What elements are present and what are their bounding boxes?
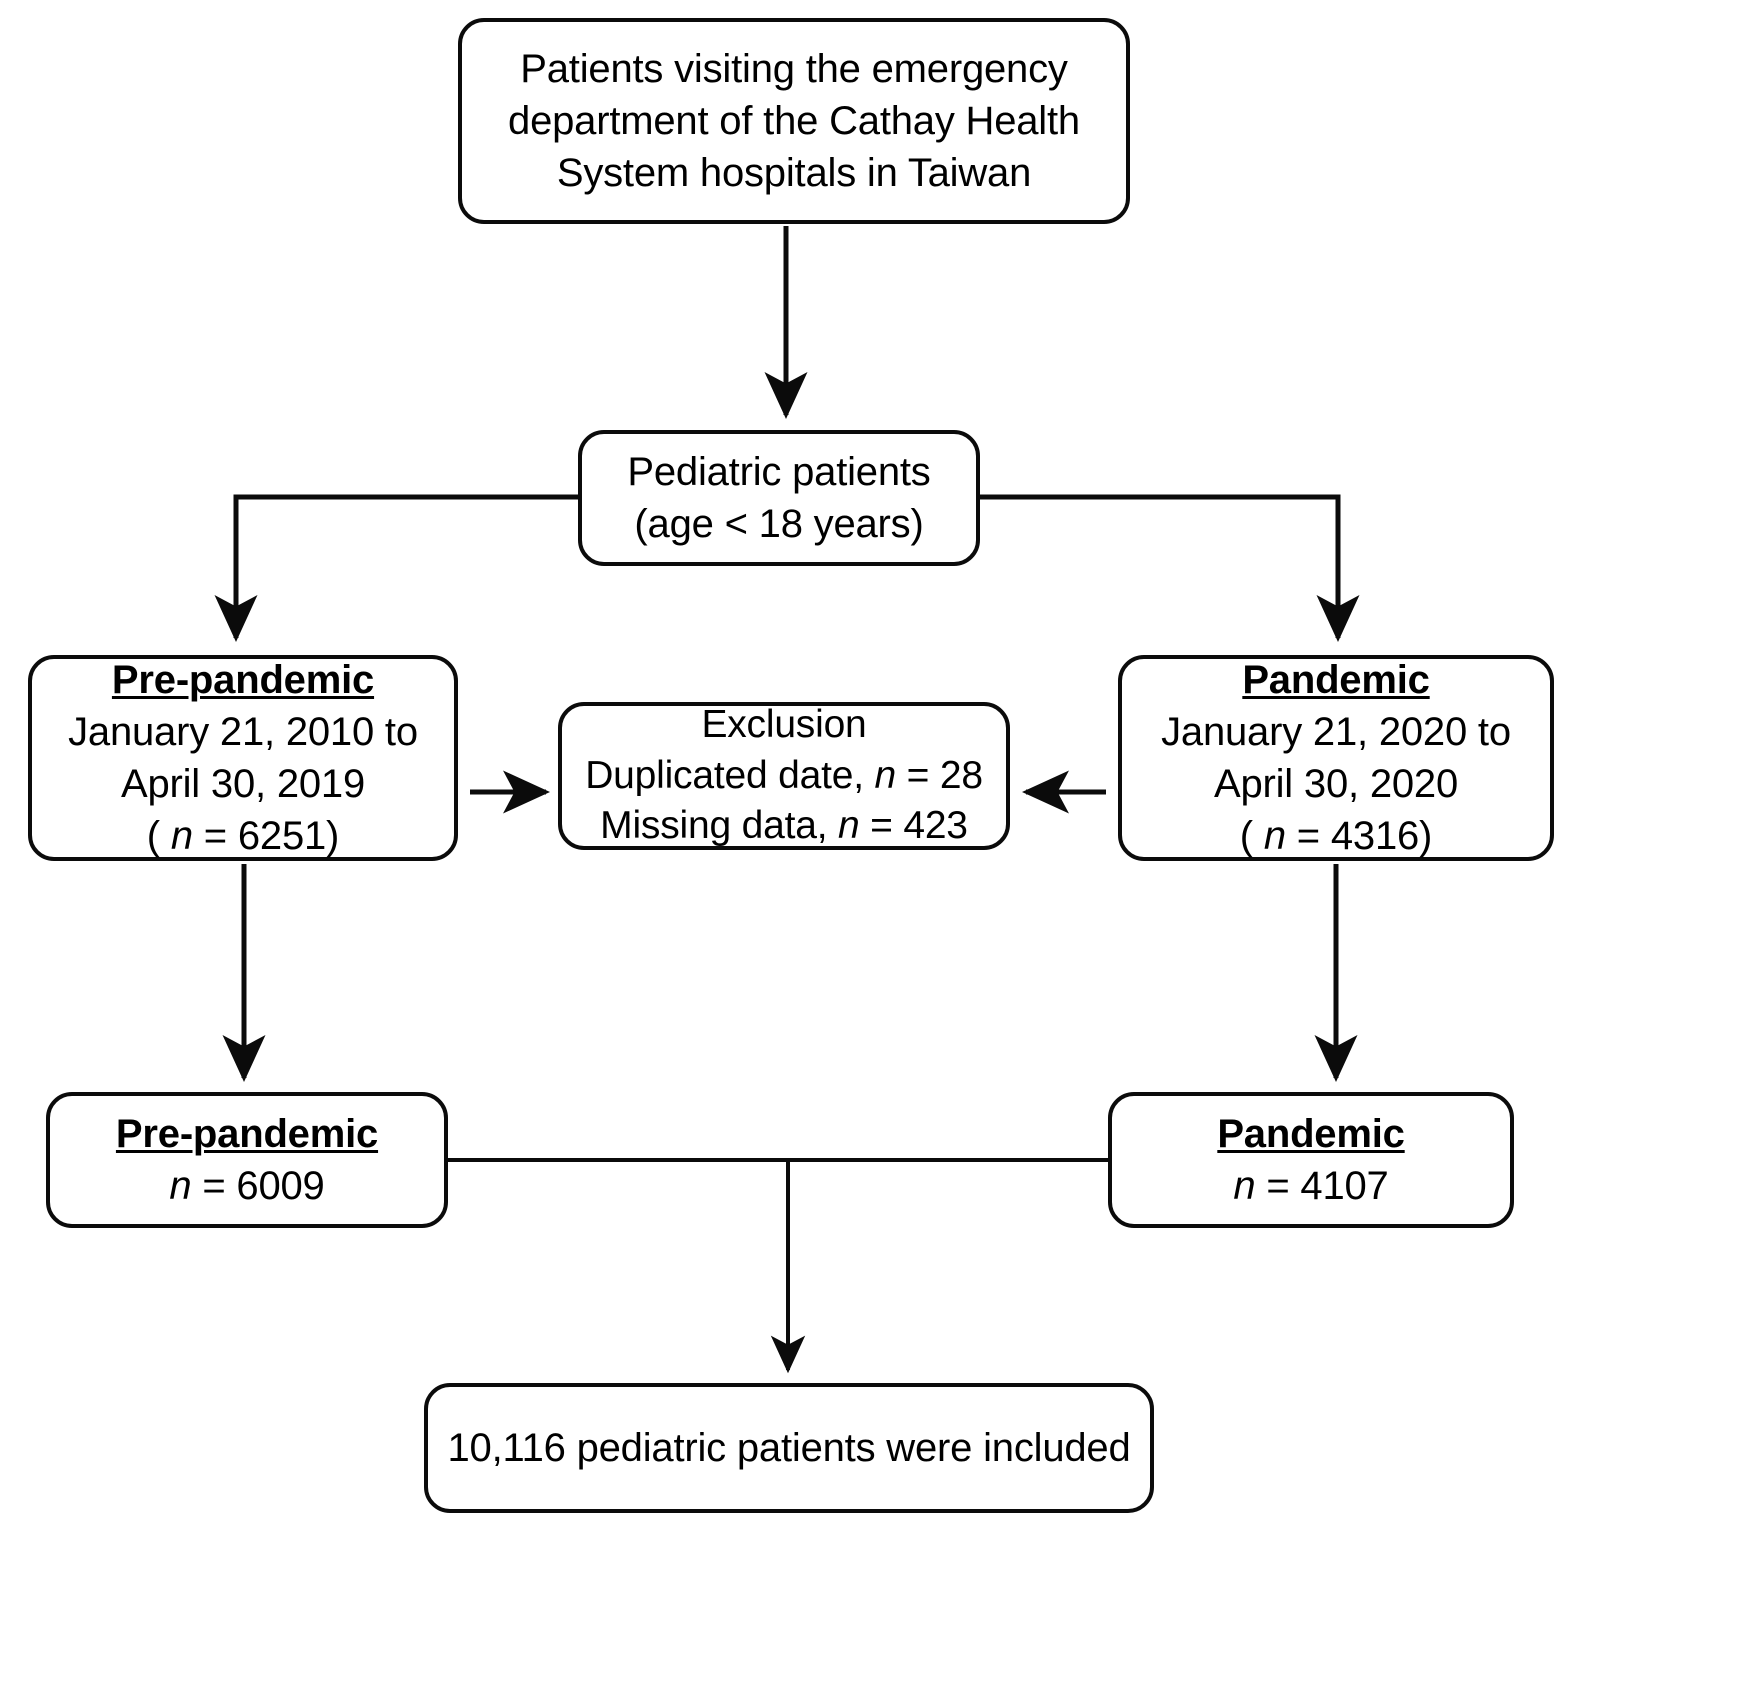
edge-pediatric-to-pandemic — [980, 494, 1360, 642]
exclusion-row1-symbol: n — [874, 753, 896, 797]
pre-pandemic-count-symbol: n — [170, 814, 193, 858]
pandemic-final-value: = 4107 — [1255, 1164, 1389, 1208]
pre-pandemic-final-count: n = 6009 — [169, 1160, 324, 1212]
node-pre-pandemic-cohort: Pre-pandemic January 21, 2010 to April 3… — [28, 655, 458, 861]
pre-pandemic-date-start: January 21, 2010 to — [68, 710, 418, 754]
source-line-2: department of the Cathay Health — [508, 99, 1080, 143]
pre-pandemic-count-value: = 6251) — [192, 814, 340, 858]
node-pandemic-final: Pandemic n = 4107 — [1108, 1092, 1514, 1228]
pandemic-date-start: January 21, 2020 to — [1161, 710, 1511, 754]
exclusion-row1-label: Duplicated date, — [585, 753, 875, 797]
pandemic-count: ( n = 4316) — [1239, 810, 1433, 862]
exclusion-duplicated-date: Duplicated date, n = 28 — [585, 751, 983, 802]
exclusion-row2-label: Missing data, — [600, 804, 838, 848]
pre-pandemic-final-header: Pre-pandemic — [115, 1112, 379, 1156]
pre-pandemic-header: Pre-pandemic — [111, 658, 375, 702]
exclusion-missing-data: Missing data, n = 423 — [600, 801, 968, 852]
node-total-included: 10,116 pediatric patients were included — [424, 1383, 1154, 1513]
node-pandemic-cohort: Pandemic January 21, 2020 to April 30, 2… — [1118, 655, 1554, 861]
edge-pediatric-to-pre-pandemic — [214, 494, 578, 642]
edge-finals-to-total — [448, 1158, 1108, 1374]
node-source-population: Patients visiting the emergency departme… — [458, 18, 1130, 224]
pandemic-final-header: Pandemic — [1217, 1112, 1405, 1156]
pre-pandemic-count: ( n = 6251) — [146, 810, 340, 862]
pre-pandemic-final-value: = 6009 — [191, 1164, 325, 1208]
pandemic-final-symbol: n — [1233, 1164, 1256, 1208]
node-pre-pandemic-final: Pre-pandemic n = 6009 — [46, 1092, 448, 1228]
pre-pandemic-final-symbol: n — [169, 1164, 192, 1208]
exclusion-header: Exclusion — [701, 702, 867, 746]
exclusion-row2-value: = 423 — [859, 804, 968, 848]
node-exclusion: Exclusion Duplicated date, n = 28 Missin… — [558, 702, 1010, 850]
pandemic-header: Pandemic — [1242, 658, 1430, 702]
pediatric-line-2: (age < 18 years) — [634, 502, 924, 546]
pre-pandemic-count-open: ( — [146, 814, 171, 858]
total-included-text: 10,116 pediatric patients were included — [447, 1426, 1131, 1470]
pandemic-count-open: ( — [1239, 814, 1264, 858]
exclusion-row2-symbol: n — [837, 804, 860, 848]
pre-pandemic-date-end: April 30, 2019 — [120, 762, 366, 806]
pandemic-count-symbol: n — [1263, 814, 1286, 858]
pandemic-final-count: n = 4107 — [1233, 1160, 1388, 1212]
source-line-3: System hospitals in Taiwan — [556, 151, 1032, 195]
node-pediatric-patients: Pediatric patients (age < 18 years) — [578, 430, 980, 566]
source-line-1: Patients visiting the emergency — [520, 47, 1068, 91]
exclusion-row1-value: = 28 — [895, 753, 983, 797]
pandemic-count-value: = 4316) — [1285, 814, 1433, 858]
pandemic-date-end: April 30, 2020 — [1213, 762, 1459, 806]
pediatric-line-1: Pediatric patients — [627, 450, 931, 494]
